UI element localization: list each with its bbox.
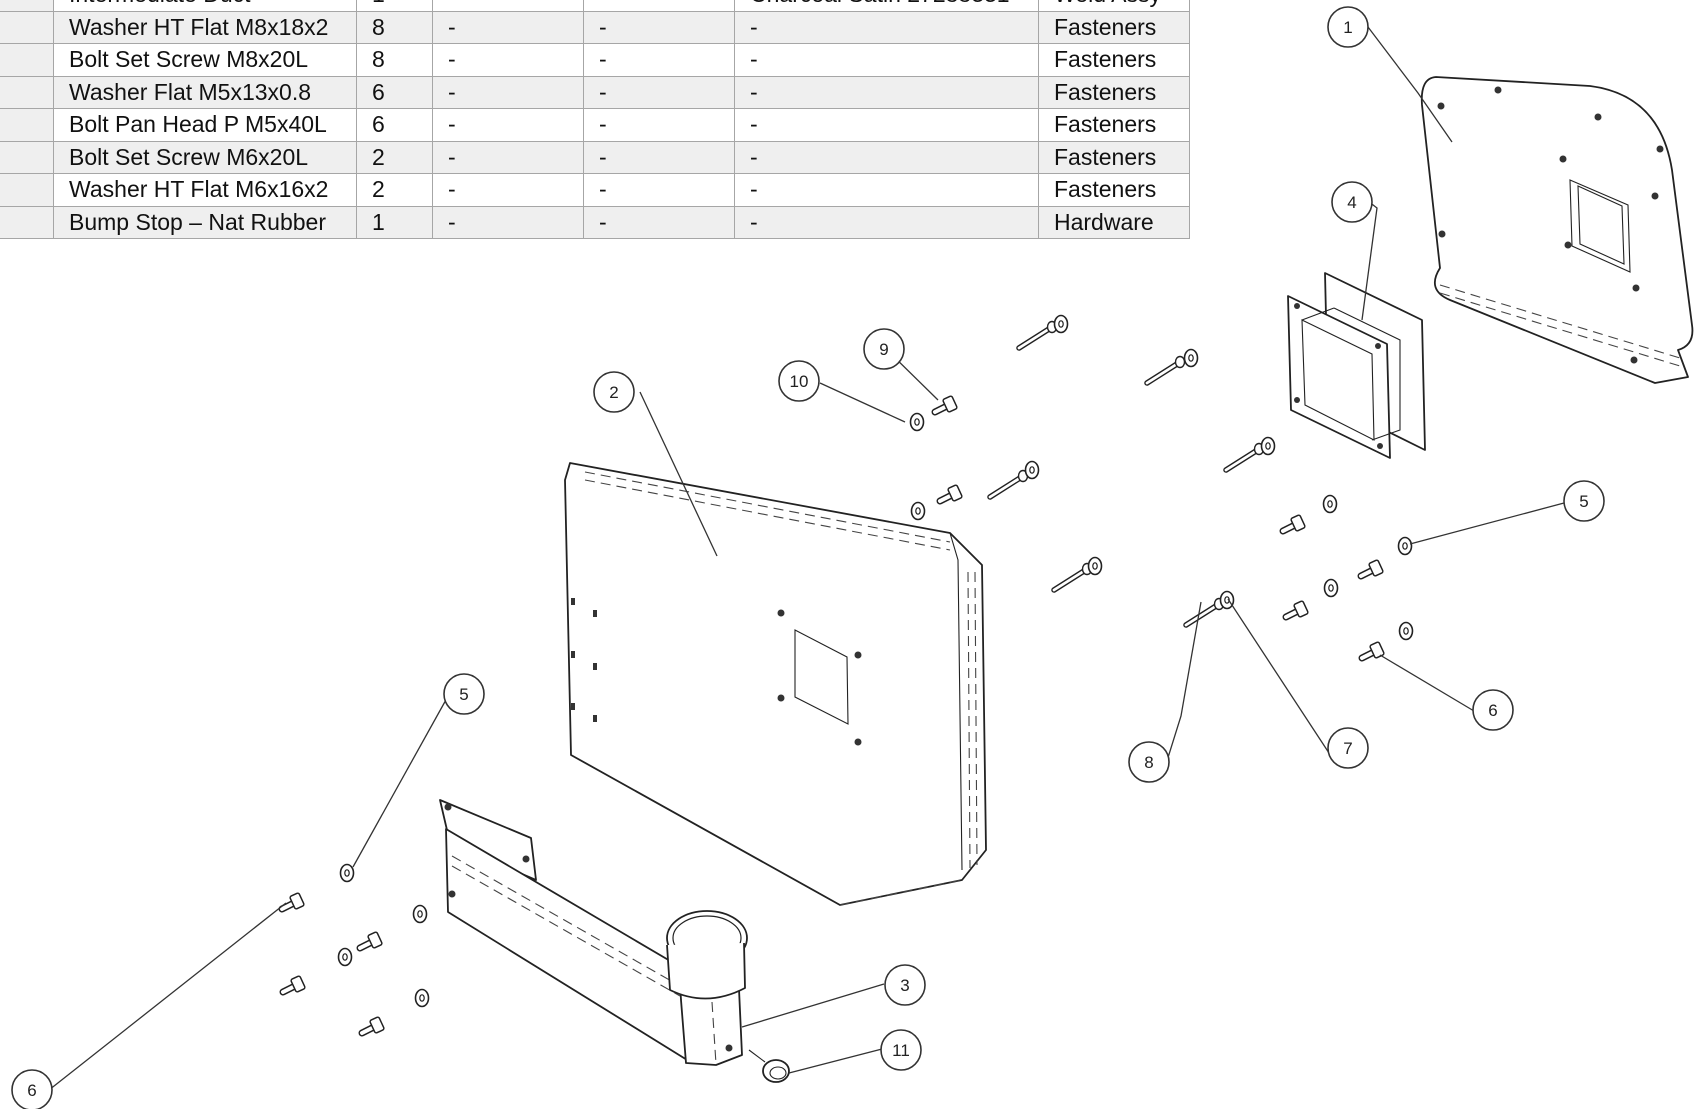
balloon-1-label: 1 <box>1343 18 1352 37</box>
bom-cell-col-a: - <box>432 108 584 142</box>
bom-cell-finish: - <box>734 140 1039 174</box>
bom-cell-col-a: - <box>432 10 584 44</box>
bom-cell-category: Fasteners <box>1038 173 1190 207</box>
bom-cell-category: Fasteners <box>1038 108 1190 142</box>
balloon-2: 2 <box>593 371 635 413</box>
balloon-10: 10 <box>778 360 820 402</box>
bom-row: Washer HT Flat M6x16x2 2 - - - Fasteners <box>0 173 1190 207</box>
part-11-bump-stop <box>748 1049 790 1083</box>
balloon-5-right-label: 5 <box>1579 492 1588 511</box>
bom-cell-col-b: - <box>583 140 735 174</box>
balloon-8-label: 8 <box>1144 753 1153 772</box>
balloon-11: 11 <box>880 1029 922 1071</box>
bom-cell-col-a: - <box>432 75 584 109</box>
bom-cell-finish: - <box>734 10 1039 44</box>
bom-cell-qty: 2 <box>356 140 433 174</box>
balloon-6-right: 6 <box>1472 689 1514 731</box>
balloon-10-label: 10 <box>790 372 809 391</box>
bom-cell-item <box>0 140 54 174</box>
bom-row: Washer Flat M5x13x0.8 6 - - - Fasteners <box>0 75 1190 109</box>
bom-cell-category: Fasteners <box>1038 10 1190 44</box>
balloon-8: 8 <box>1128 741 1170 783</box>
bom-cell-description: Bolt Set Screw M8x20L <box>53 43 357 77</box>
bom-cell-category: Fasteners <box>1038 75 1190 109</box>
balloon-5-left: 5 <box>443 673 485 715</box>
bom-cell-qty: 1 <box>356 205 433 239</box>
balloon-5-left-label: 5 <box>459 685 468 704</box>
balloon-4-label: 4 <box>1347 193 1356 212</box>
balloon-11-label: 11 <box>892 1041 910 1060</box>
part-3-bracket-arm <box>439 799 748 1066</box>
balloon-9: 9 <box>863 328 905 370</box>
balloon-3-label: 3 <box>900 976 909 995</box>
bom-cell-col-b: - <box>583 75 735 109</box>
bom-row: Bump Stop – Nat Rubber 1 - - - Hardware <box>0 205 1190 239</box>
part-2-plate <box>564 462 987 906</box>
balloon-5-right: 5 <box>1563 480 1605 522</box>
balloon-6-left: 6 <box>11 1069 53 1109</box>
bom-cell-category: Fasteners <box>1038 43 1190 77</box>
bom-cell-col-a: - <box>432 140 584 174</box>
bill-of-materials-table: Intermediate Duct 1 - - Charcoal Satin 2… <box>0 0 1190 239</box>
bom-cell-col-a: - <box>432 205 584 239</box>
bom-cell-item <box>0 75 54 109</box>
bom-cell-finish: - <box>734 205 1039 239</box>
bom-cell-finish: - <box>734 108 1039 142</box>
bom-cell-category: Hardware <box>1038 205 1190 239</box>
bom-row: Washer HT Flat M8x18x2 8 - - - Fasteners <box>0 10 1190 44</box>
bom-cell-description: Washer HT Flat M8x18x2 <box>53 10 357 44</box>
bom-cell-col-b: - <box>583 43 735 77</box>
bom-cell-description: Bump Stop – Nat Rubber <box>53 205 357 239</box>
bom-cell-item <box>0 108 54 142</box>
balloon-4: 4 <box>1331 181 1373 223</box>
balloon-2-label: 2 <box>609 383 618 402</box>
balloon-6-left-label: 6 <box>27 1081 36 1100</box>
bom-cell-col-b: - <box>583 10 735 44</box>
balloon-9-label: 9 <box>879 340 888 359</box>
bom-row: Bolt Set Screw M6x20L 2 - - - Fasteners <box>0 140 1190 174</box>
bom-cell-item <box>0 10 54 44</box>
balloon-3: 3 <box>884 964 926 1006</box>
balloon-6-right-label: 6 <box>1488 701 1497 720</box>
bom-cell-qty: 8 <box>356 10 433 44</box>
bom-cell-description: Bolt Pan Head P M5x40L <box>53 108 357 142</box>
bom-cell-finish: - <box>734 43 1039 77</box>
part-1-plate <box>1420 76 1694 384</box>
bom-cell-category: Fasteners <box>1038 140 1190 174</box>
balloon-7: 7 <box>1327 727 1369 769</box>
part-4-intermediate-duct <box>1287 272 1426 459</box>
bom-row: Bolt Set Screw M8x20L 8 - - - Fasteners <box>0 43 1190 77</box>
balloon-1: 1 <box>1327 6 1369 48</box>
balloon-7-label: 7 <box>1343 739 1352 758</box>
bom-cell-description: Washer HT Flat M6x16x2 <box>53 173 357 207</box>
bom-cell-qty: 8 <box>356 43 433 77</box>
bom-row: Bolt Pan Head P M5x40L 6 - - - Fasteners <box>0 108 1190 142</box>
bom-cell-col-a: - <box>432 173 584 207</box>
